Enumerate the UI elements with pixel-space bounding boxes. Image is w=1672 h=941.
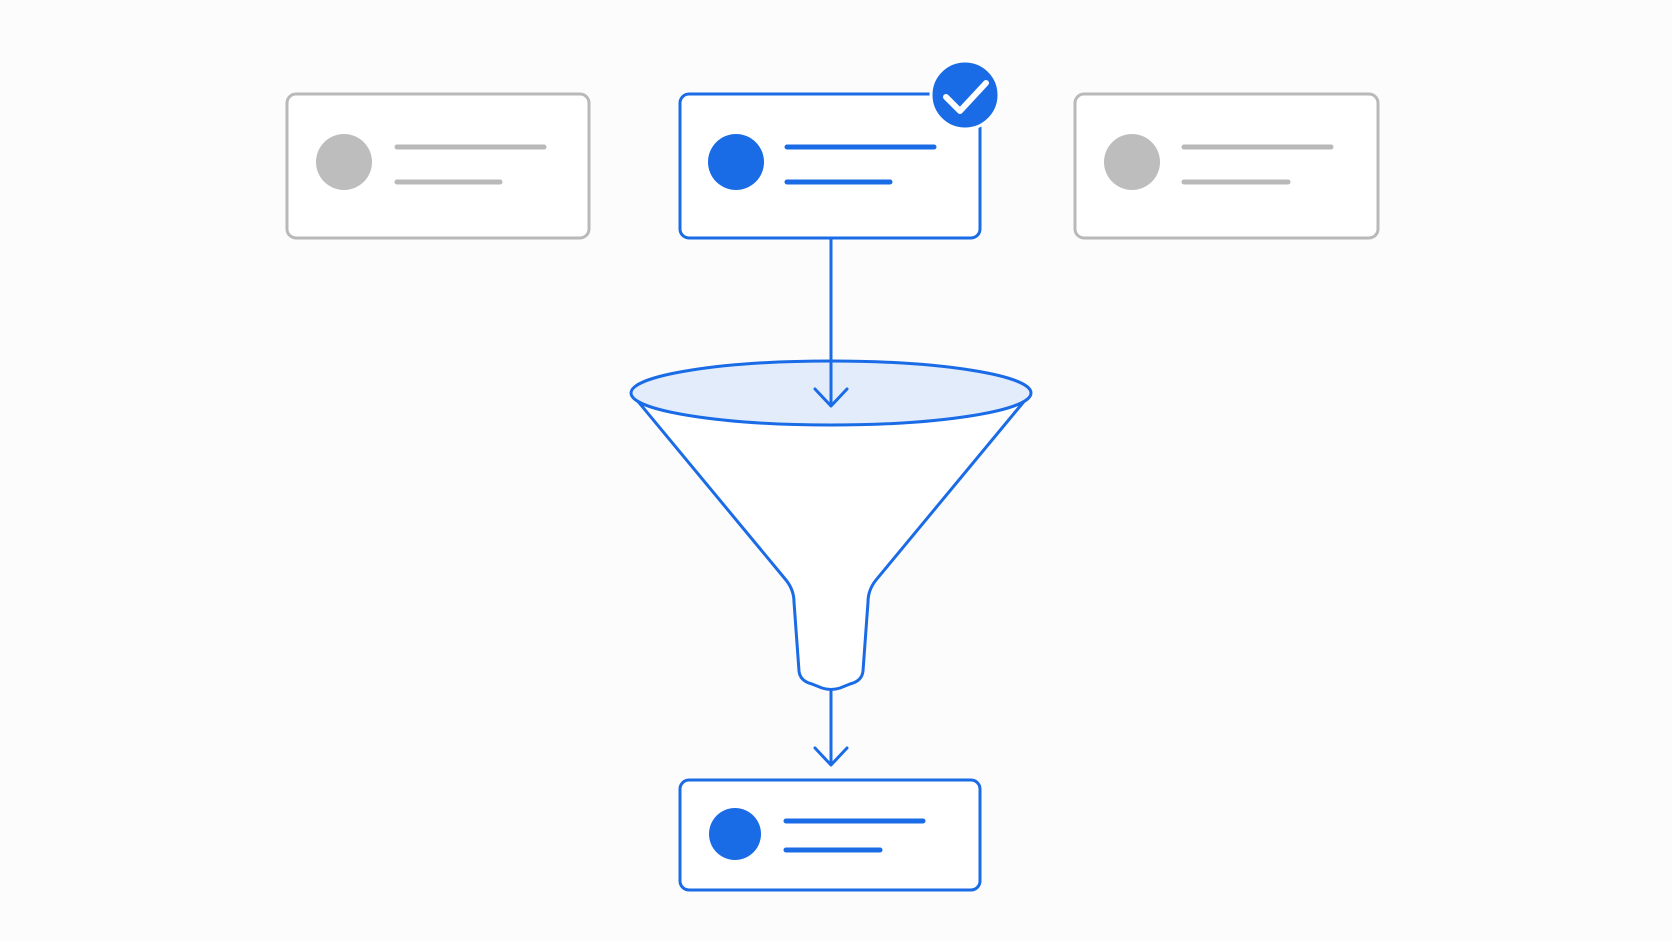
candidate-card-3 [1073,92,1380,240]
avatar-placeholder-icon [708,134,764,190]
arrow-down-icon [813,361,849,408]
avatar-placeholder-icon [709,808,761,860]
card-frame [285,92,591,240]
avatar-placeholder-icon [1104,134,1160,190]
result-card [678,778,982,892]
candidate-card-2 [678,59,1001,240]
funnel-body [629,392,1033,691]
card-frame [1073,92,1380,240]
candidate-card-1 [285,92,591,240]
funnel-icon [629,359,1033,691]
card-frame [678,778,982,892]
checkmark-badge-icon [929,59,1001,131]
avatar-placeholder-icon [316,134,372,190]
arrow-down-icon [813,690,849,767]
